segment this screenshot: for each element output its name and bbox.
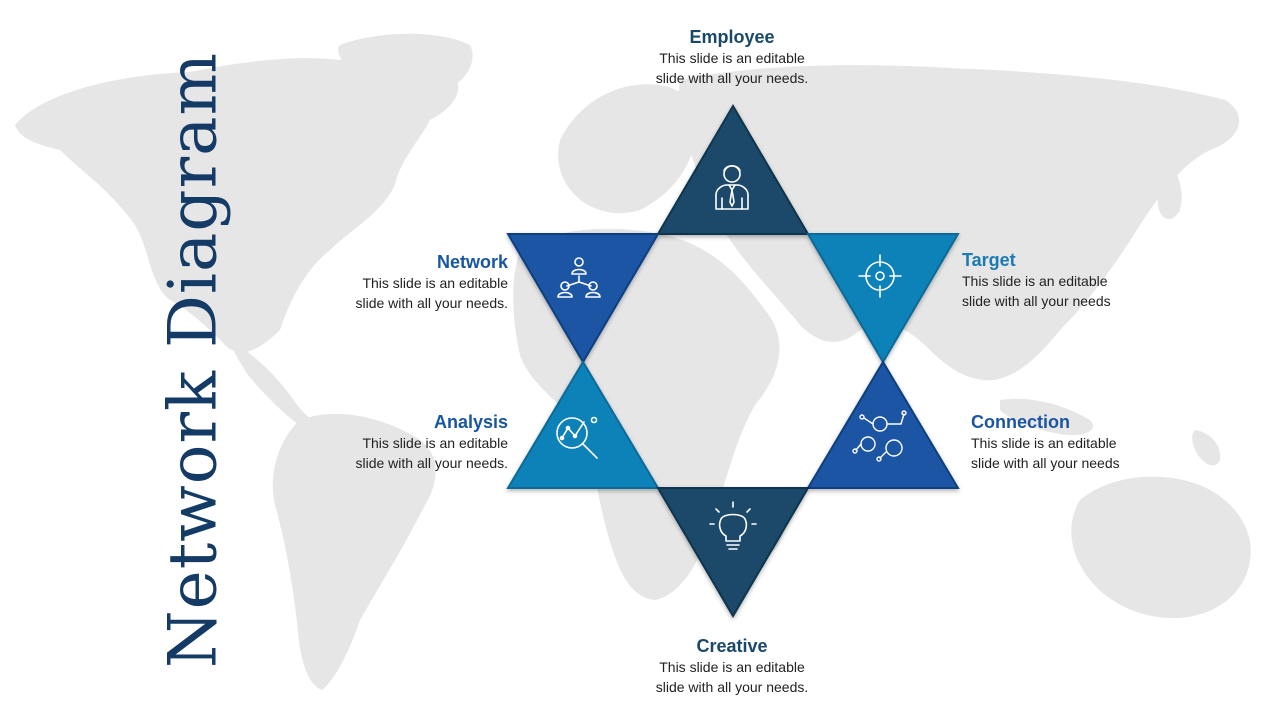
- employee-heading: Employee: [689, 27, 775, 47]
- creative-heading: Creative: [696, 636, 768, 656]
- employee-triangle[interactable]: [656, 104, 810, 235]
- target-heading: Target: [962, 250, 1016, 270]
- creative-triangle[interactable]: [656, 487, 810, 618]
- analysis-description: This slide is an editable slide with all…: [355, 435, 508, 471]
- north-america-shape: [15, 51, 459, 353]
- target-triangle[interactable]: [806, 233, 960, 364]
- network-heading: Network: [436, 252, 508, 272]
- connection-description: This slide is an editable slide with all…: [971, 435, 1120, 471]
- crosshair-icon: [858, 254, 902, 298]
- europe-shape: [558, 84, 697, 214]
- network-description: This slide is an editable slide with all…: [355, 275, 508, 311]
- analysis-triangle[interactable]: [506, 360, 660, 489]
- connection-label: Connection This slide is an editable sli…: [971, 411, 1191, 473]
- magnifier-chart-icon: [556, 416, 598, 459]
- analysis-label: Analysis This slide is an editable slide…: [288, 411, 508, 473]
- target-description: This slide is an editable slide with all…: [962, 273, 1111, 309]
- indonesia-shape: [1000, 398, 1094, 436]
- connection-triangle[interactable]: [806, 360, 960, 489]
- new-zealand-shape: [1192, 430, 1221, 466]
- org-chart-icon: [557, 257, 601, 298]
- network-label: Network This slide is an editable slide …: [288, 251, 508, 313]
- central-america-shape: [230, 340, 320, 430]
- australia-shape: [1071, 476, 1251, 619]
- employee-label: Employee This slide is an editable slide…: [622, 26, 842, 88]
- network-triangle[interactable]: [506, 233, 660, 364]
- greenland-shape: [338, 33, 473, 95]
- target-label: Target This slide is an editable slide w…: [962, 249, 1182, 311]
- analysis-heading: Analysis: [433, 412, 508, 432]
- employee-description: This slide is an editable slide with all…: [655, 50, 809, 86]
- person-tie-icon: [715, 164, 749, 210]
- japan-shape: [1157, 160, 1182, 220]
- people-network-icon: [852, 410, 907, 462]
- creative-label: Creative This slide is an editable slide…: [622, 635, 842, 697]
- asia-shape: [679, 65, 1240, 381]
- creative-description: This slide is an editable slide with all…: [655, 659, 809, 695]
- connection-heading: Connection: [971, 412, 1070, 432]
- lightbulb-icon: [709, 501, 757, 550]
- south-america-shape: [272, 413, 436, 690]
